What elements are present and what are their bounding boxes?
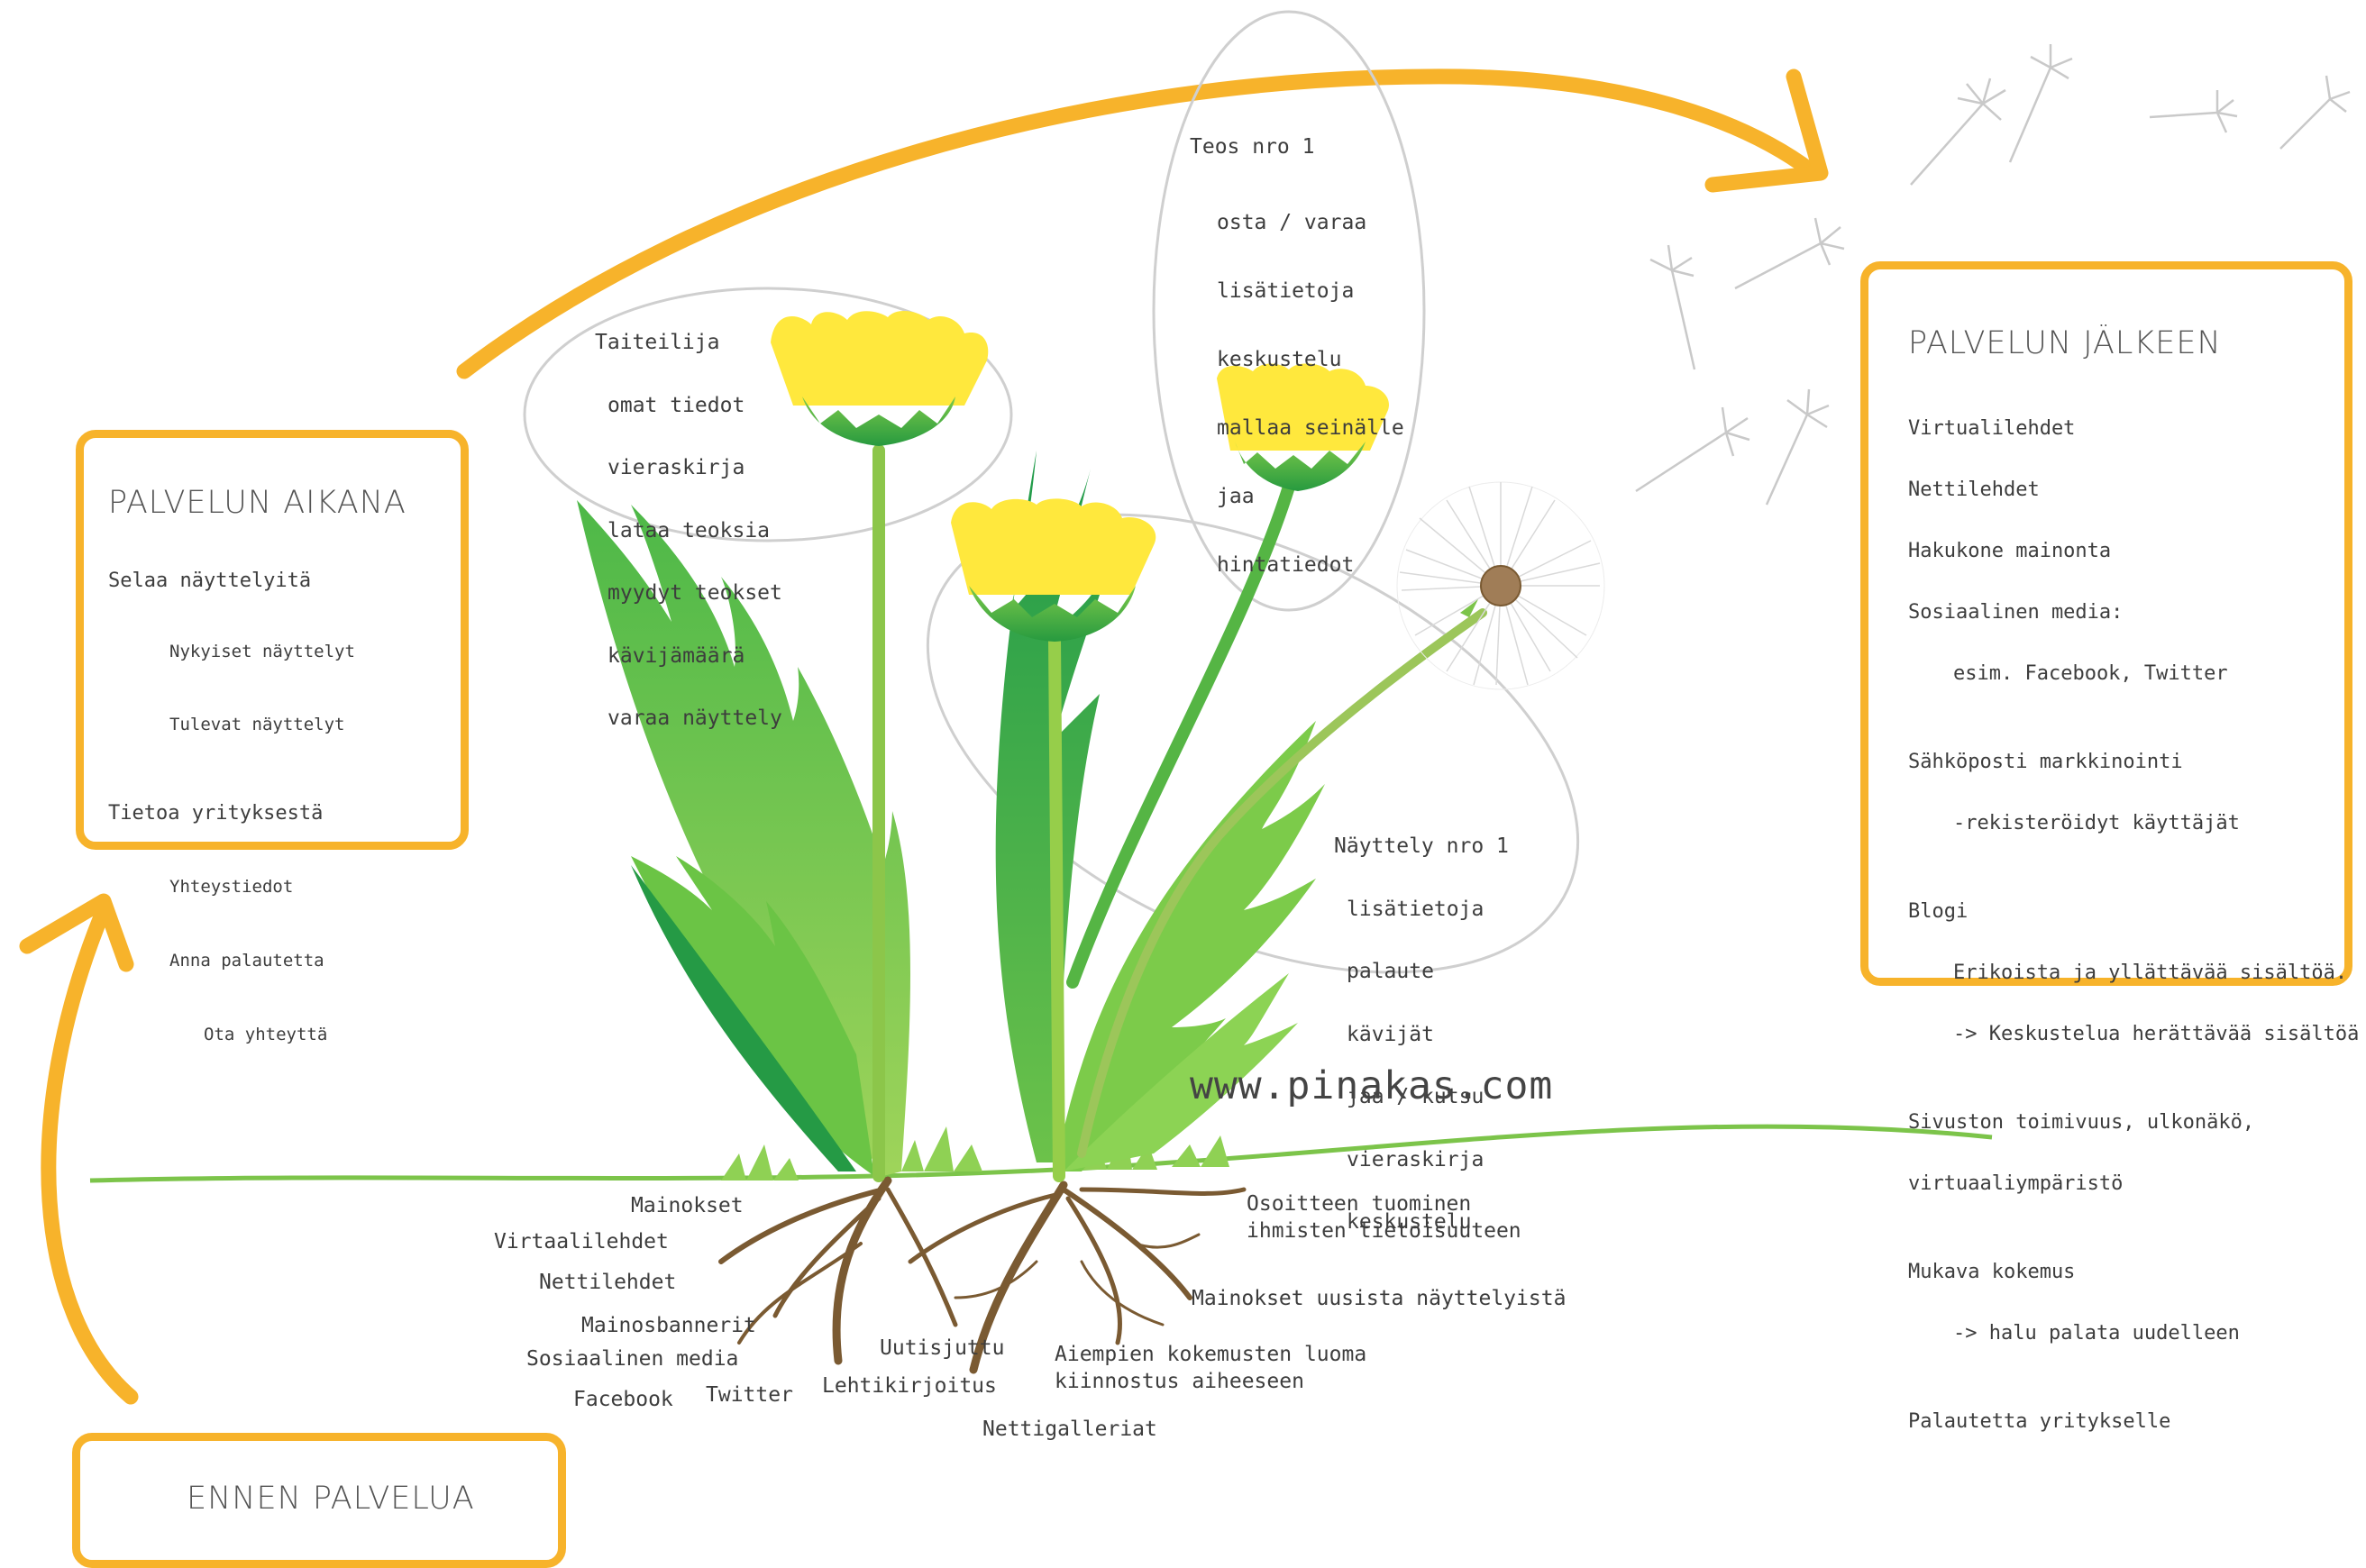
bubble-work-item: keskustelu <box>1190 342 1404 377</box>
root-label-sosiaalinen: Sosiaalinen media <box>526 1347 738 1371</box>
bubble-artist-item: vieraskirja <box>595 454 782 483</box>
after-line: Sähköposti markkinointi <box>1908 749 2359 776</box>
after-line: -> Keskustelua herättävää sisältöä <box>1908 1021 2359 1048</box>
root-label-osoitteen-1: Osoitteen tuominen <box>1247 1192 1471 1216</box>
root-label-mainosbannerit: Mainosbannerit <box>581 1314 756 1337</box>
bubble-exhibit-item: lisätietoja <box>1334 896 1509 925</box>
root-label-twitter: Twitter <box>706 1383 793 1407</box>
bubble-work-title: Teos nro 1 <box>1190 133 1404 162</box>
after-line: Erikoista ja yllättävää sisältöä. <box>1908 960 2359 987</box>
bubble-work-item: jaa <box>1190 479 1404 514</box>
during-line: Anna palautetta <box>108 947 355 974</box>
root-label-aiempien-1: Aiempien kokemusten luoma <box>1055 1343 1366 1366</box>
root-label-mainokset-uusista: Mainokset uusista näyttelyistä <box>1192 1287 1566 1310</box>
before-service-box: ENNEN PALVELUA <box>72 1433 566 1568</box>
during-line: Tulevat näyttelyt <box>108 711 355 738</box>
after-line: Blogi <box>1908 898 2359 925</box>
during-service-title: PALVELUN AIKANA <box>108 485 407 521</box>
bubble-artist: Taiteilija omat tiedot vieraskirja lataa… <box>595 295 782 751</box>
site-url[interactable]: www.pinakas.com <box>1190 1063 1553 1108</box>
during-service-box: PALVELUN AIKANA Selaa näyttelyitä Nykyis… <box>76 430 469 850</box>
during-line: Yhteystiedot <box>108 873 355 900</box>
after-line: -rekisteröidyt käyttäjät <box>1908 810 2359 837</box>
after-line: -> halu palata uudelleen <box>1908 1320 2359 1347</box>
after-service-list: Virtualilehdet Nettilehdet Hakukone main… <box>1908 381 2359 1470</box>
root-label-lehtikirjoitus: Lehtikirjoitus <box>822 1374 997 1398</box>
during-line: Nykyiset näyttelyt <box>108 638 355 665</box>
bubble-artist-item: lataa teoksia <box>595 517 782 546</box>
bubble-exhibit-item: vieraskirja <box>1334 1146 1509 1175</box>
after-line: Sivuston toimivuus, ulkonäkö, <box>1908 1109 2359 1136</box>
after-service-title: PALVELUN JÄLKEEN <box>1908 325 2222 361</box>
flower-head-2 <box>951 498 1156 642</box>
bubble-exhibit-title: Näyttely nro 1 <box>1334 833 1509 861</box>
bubble-exhibit-item: kävijät <box>1334 1021 1509 1050</box>
after-line: virtuaaliympäristö <box>1908 1171 2359 1198</box>
bubble-work-item: lisätietoja <box>1190 274 1404 308</box>
root-label-osoitteen-2: ihmisten tietoisuuteen <box>1247 1219 1521 1243</box>
bubble-artist-item: omat tiedot <box>595 392 782 421</box>
during-line: Tietoa yrityksestä <box>108 800 355 827</box>
bubble-artist-item: myydyt teokset <box>595 579 782 608</box>
after-line: Palautetta yritykselle <box>1908 1408 2359 1436</box>
during-service-list: Selaa näyttelyitä Nykyiset näyttelyt Tul… <box>108 533 355 1082</box>
root-label-virtaalilehdet: Virtaalilehdet <box>494 1230 669 1253</box>
bubble-work: Teos nro 1 osta / varaa lisätietoja kesk… <box>1190 99 1404 599</box>
root-label-mainokset: Mainokset <box>631 1194 744 1217</box>
root-label-uutisjuttu: Uutisjuttu <box>880 1336 1004 1360</box>
bubble-work-item: osta / varaa <box>1190 205 1404 240</box>
during-line: Ota yhteyttä <box>108 1021 355 1048</box>
after-line: esim. Facebook, Twitter <box>1908 661 2359 688</box>
bubble-artist-item: kävijämäärä <box>595 643 782 671</box>
after-line: Hakukone mainonta <box>1908 538 2359 565</box>
bubble-exhibit-item: palaute <box>1334 958 1509 987</box>
bubble-work-item: mallaa seinälle <box>1190 411 1404 445</box>
root-label-nettigalleriat: Nettigalleriat <box>982 1418 1157 1441</box>
root-label-facebook: Facebook <box>573 1388 673 1411</box>
after-line: Virtualilehdet <box>1908 415 2359 442</box>
stem-2 <box>1055 640 1059 1176</box>
dandelion-seed-head-icon <box>1397 482 1604 689</box>
bubble-artist-item: varaa näyttely <box>595 705 782 734</box>
after-line: Nettilehdet <box>1908 477 2359 504</box>
after-service-box: PALVELUN JÄLKEEN Virtualilehdet Nettileh… <box>1860 261 2352 986</box>
bubble-work-item: hintatiedot <box>1190 548 1404 582</box>
after-line: Mukava kokemus <box>1908 1259 2359 1286</box>
during-line: Selaa näyttelyitä <box>108 568 355 595</box>
root-label-nettilehdet: Nettilehdet <box>539 1271 676 1294</box>
before-service-title: ENNEN PALVELUA <box>187 1481 475 1517</box>
bubble-exhibit: Näyttely nro 1 lisätietoja palaute kävij… <box>1334 798 1509 1254</box>
root-label-aiempien-2: kiinnostus aiheeseen <box>1055 1370 1304 1393</box>
bubble-artist-title: Taiteilija <box>595 329 782 358</box>
after-line: Sosiaalinen media: <box>1908 599 2359 626</box>
flower-head-1 <box>771 311 988 446</box>
